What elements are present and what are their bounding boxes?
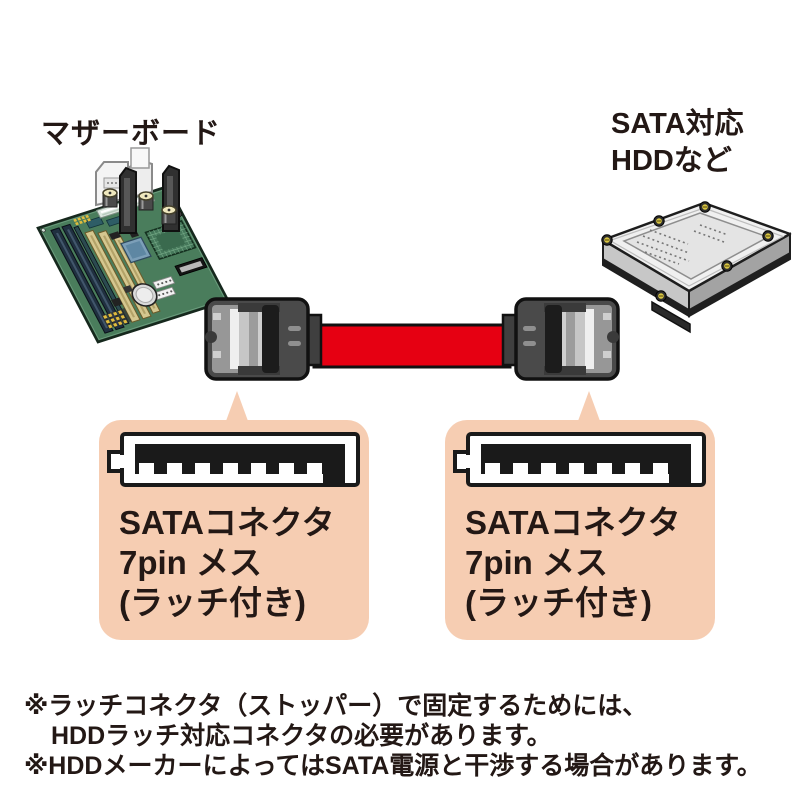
cmos-battery <box>131 283 158 307</box>
sata-7pin-connector-icon <box>453 432 706 487</box>
cpu-socket <box>144 219 197 261</box>
sata-cable <box>204 297 621 381</box>
hdd-label-panel <box>622 212 770 280</box>
callout-left-line1: SATAコネクタ <box>119 504 335 541</box>
pointer-triangle-right <box>578 391 600 421</box>
pointer-triangle-left <box>226 391 248 421</box>
hdd-screws <box>601 201 774 302</box>
sata-7pin-connector-icon <box>107 432 360 487</box>
note-line-3: ※HDDメーカーによってはSATA電源と干渉する場合があります。 <box>24 752 762 780</box>
callout-graphics <box>99 391 715 640</box>
cable-wire <box>312 323 512 369</box>
footnotes: ※ラッチコネクタ（ストッパー）で固定するためには、 HDDラッチ対応コネクタの必… <box>24 691 762 781</box>
note-line-2: HDDラッチ対応コネクタの必要があります。 <box>51 722 552 750</box>
motherboard-label: マザーボード <box>41 118 222 150</box>
callout-left-text: SATAコネクタ 7pin メス (ラッチ付き) <box>119 503 335 623</box>
note-line-1: ※ラッチコネクタ（ストッパー）で固定するためには、 <box>24 692 648 720</box>
callout-right-text: SATAコネクタ 7pin メス (ラッチ付き) <box>465 503 681 623</box>
board-port <box>174 257 208 277</box>
callout-right-line2: 7pin メス <box>465 544 609 581</box>
cable-connector-left <box>204 297 323 381</box>
motherboard-illustration <box>36 147 230 344</box>
pin-headers <box>73 214 132 329</box>
hdd-label-line1: SATA対応 <box>611 108 744 140</box>
hdd-label: SATA対応 HDDなど <box>611 106 744 180</box>
hdd-foot <box>651 300 691 334</box>
hdd-texture-dots <box>636 224 729 265</box>
chipset-chip <box>85 216 105 229</box>
callout-left-line3: (ラッチ付き) <box>119 584 306 621</box>
hdd-label-line2: HDDなど <box>611 145 732 177</box>
callout-left-line2: 7pin メス <box>119 544 263 581</box>
latch-bar <box>262 305 279 373</box>
capacitors <box>102 188 177 225</box>
callout-right-line1: SATAコネクタ <box>465 504 681 541</box>
callout-right-line3: (ラッチ付き) <box>465 584 652 621</box>
hdd-illustration <box>601 201 792 334</box>
mounting-hole <box>40 228 46 233</box>
cable-connector-right <box>501 297 621 381</box>
